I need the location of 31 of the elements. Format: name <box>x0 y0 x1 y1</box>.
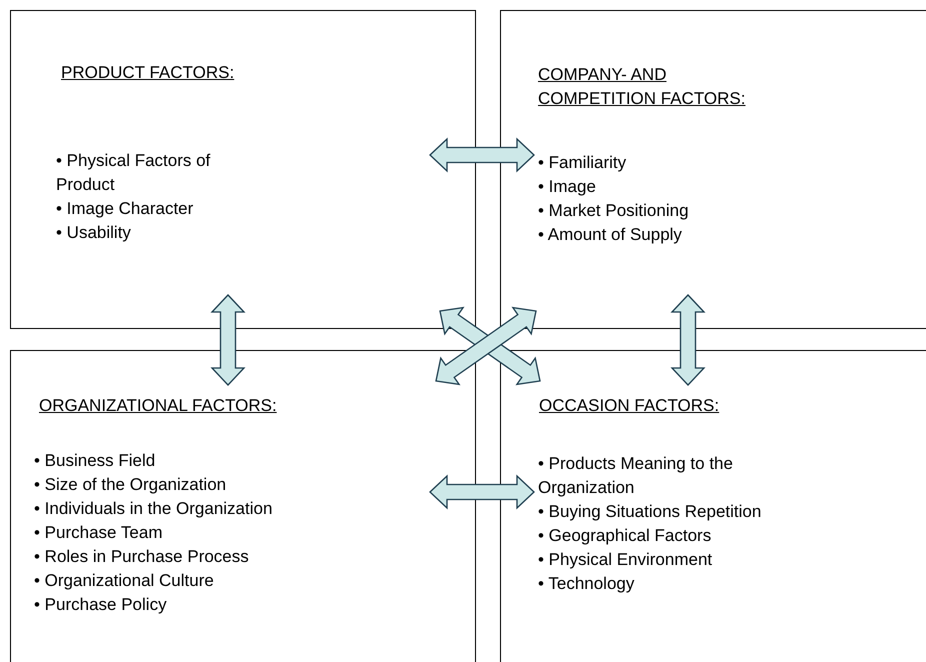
bullet-item: • Amount of Supply <box>538 224 683 246</box>
bullet-item: • Business Field <box>34 450 156 472</box>
panel-heading: COMPANY- AND COMPETITION FACTORS: <box>538 64 746 110</box>
bullet-item: • Physical Environment <box>538 549 714 571</box>
bullet-item: • Purchase Team <box>34 522 164 544</box>
bullet-item: • Image Character <box>56 198 194 220</box>
bullet-item: • Products Meaning to the Organization <box>538 453 734 499</box>
double-arrow <box>210 294 246 386</box>
bullet-item: • Geographical Factors <box>538 525 712 547</box>
bullet-item: • Roles in Purchase Process <box>34 546 250 568</box>
bullet-item: • Technology <box>538 573 636 595</box>
bullet-item: • Familiarity <box>538 152 628 174</box>
bullet-item: • Size of the Organization <box>34 474 228 496</box>
bullet-item: • Organizational Culture <box>34 570 215 592</box>
factor-panel <box>10 10 476 329</box>
panel-heading: OCCASION FACTORS: <box>539 395 720 417</box>
panel-heading: PRODUCT FACTORS: <box>61 62 236 84</box>
factor-panel <box>10 350 476 662</box>
double-arrow <box>429 474 535 510</box>
bullet-item: • Individuals in the Organization <box>34 498 274 520</box>
bullet-item: • Usability <box>56 222 132 244</box>
bullet-item: • Buying Situations Repetition <box>538 501 762 523</box>
bullet-item: • Purchase Policy <box>34 594 168 616</box>
factor-panel <box>500 10 926 329</box>
panel-heading: ORGANIZATIONAL FACTORS: <box>39 395 278 417</box>
bullet-item: • Physical Factors of Product <box>56 150 212 196</box>
double-arrow <box>429 138 535 172</box>
factor-panel <box>500 350 926 662</box>
double-arrow <box>670 294 706 386</box>
bullet-item: • Market Positioning <box>538 200 690 222</box>
bullet-item: • Image <box>538 176 597 198</box>
